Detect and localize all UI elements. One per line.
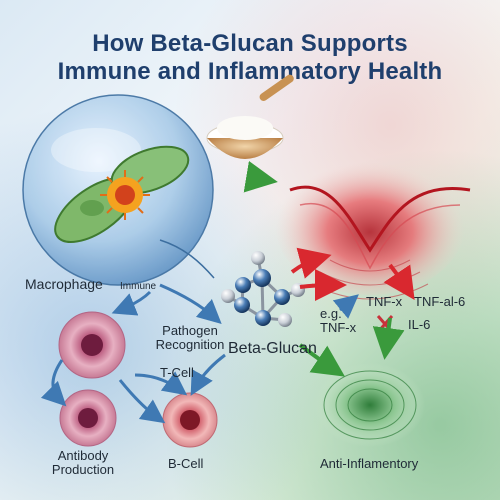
tnf-x-label: TNF-x (366, 294, 403, 309)
anti-inflammatory-label: Anti-Inflamentory (320, 456, 419, 471)
title-line-2: Immune and Inflammatory Health (57, 58, 443, 85)
eg-label: e.g. TNF-x (320, 307, 356, 335)
pathogen-recognition-line-1: Pathogen (162, 323, 218, 338)
anti-inflammatory-arrows (243, 160, 405, 377)
il6-label: IL-6 (408, 317, 431, 332)
inflammatory-signal-arrows (290, 247, 415, 302)
antibody-production-line-2: Production (51, 462, 115, 477)
antibody-production-label: Antibody Production (38, 449, 128, 477)
antibody-production-line-1: Antibody (57, 448, 109, 463)
title-line-1: How Beta-Glucan Supports (92, 30, 408, 57)
tnf-al6-label: TNF-al-6 (414, 294, 466, 309)
antibody-cell-icon (59, 389, 117, 447)
b-cell-icon (162, 392, 218, 448)
beta-glucan-label: Beta-Glucan (228, 340, 317, 357)
inflammation-tissue-icon (275, 155, 471, 300)
pathogen-recognition-line-2: Recognition (155, 337, 225, 352)
eg-line-2: TNF-x (320, 320, 357, 335)
immune-label: Immune (120, 281, 157, 292)
b-cell-label: B-Cell (168, 456, 204, 471)
macrophage-illustration (22, 94, 215, 286)
eg-line-1: e.g. (320, 306, 342, 321)
beta-glucan-powder-bowl-icon (206, 74, 294, 159)
immune-cell-top-icon (58, 311, 126, 379)
t-cell-label: T-Cell (160, 365, 194, 380)
immune-flow-arrows (40, 283, 359, 424)
pathogen-icon (100, 170, 150, 220)
pathogen-recognition-label: Pathogen Recognition (145, 324, 235, 352)
macrophage-label: Macrophage (25, 276, 103, 292)
anti-inflammatory-icon (315, 363, 425, 447)
